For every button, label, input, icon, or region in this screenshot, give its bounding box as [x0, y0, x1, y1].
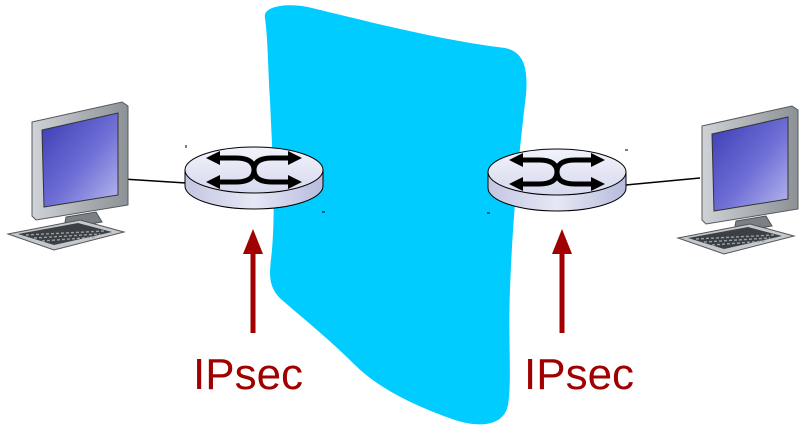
router-icon [185, 147, 323, 209]
arrow-up-icon [243, 229, 263, 333]
router-icon [488, 149, 626, 211]
network-cloud [264, 5, 527, 425]
link-router-right-host-right [625, 177, 701, 186]
ipsec-label-left: IPsec [193, 350, 304, 399]
desktop-computer-icon [7, 101, 129, 251]
desktop-computer-icon [677, 105, 799, 255]
ipsec-label-right: IPsec [524, 350, 635, 399]
arrow-up-icon [552, 229, 572, 333]
